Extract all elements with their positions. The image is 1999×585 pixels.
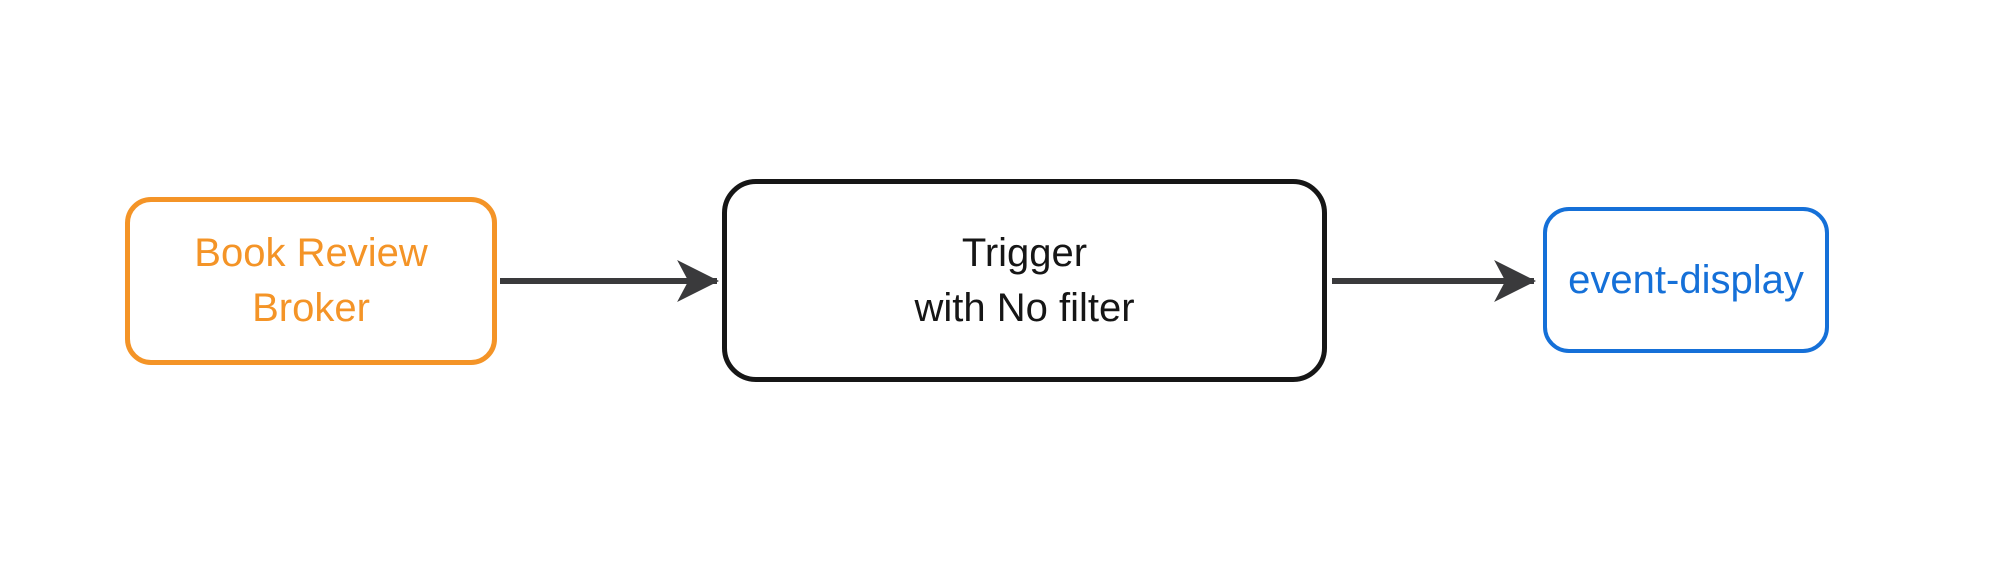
node-label-line: event-display (1568, 257, 1804, 302)
node-event-display[interactable]: event-display (1543, 207, 1829, 353)
node-label-line: Broker (252, 286, 370, 330)
node-trigger[interactable]: Trigger with No filter (722, 179, 1327, 382)
node-label-line: Book Review (194, 231, 428, 275)
node-label-line: with No filter (914, 285, 1135, 330)
node-book-review-broker[interactable]: Book Review Broker (125, 197, 497, 365)
node-label-line: Trigger (961, 230, 1088, 275)
